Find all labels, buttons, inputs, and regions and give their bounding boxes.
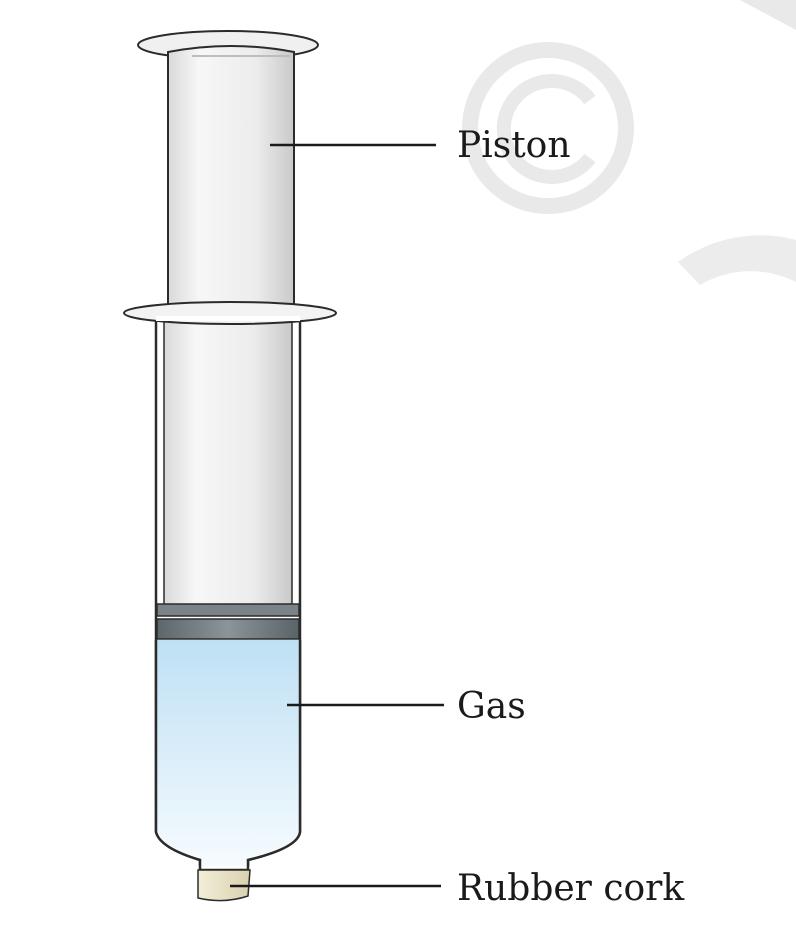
plunger-seal-top bbox=[156, 603, 300, 617]
piston-rod-inner bbox=[163, 317, 293, 609]
watermark bbox=[462, 0, 796, 285]
gas-region bbox=[157, 640, 299, 866]
rubber-cork bbox=[197, 869, 251, 902]
rubber-cork-label: Rubber cork bbox=[457, 868, 685, 909]
gas-barrel-outline bbox=[154, 640, 302, 866]
piston-label: Piston bbox=[457, 125, 571, 166]
gas-label: Gas bbox=[457, 686, 526, 727]
plunger-seal bbox=[156, 618, 300, 640]
piston-rod bbox=[167, 45, 295, 313]
flange-gap bbox=[156, 316, 300, 321]
